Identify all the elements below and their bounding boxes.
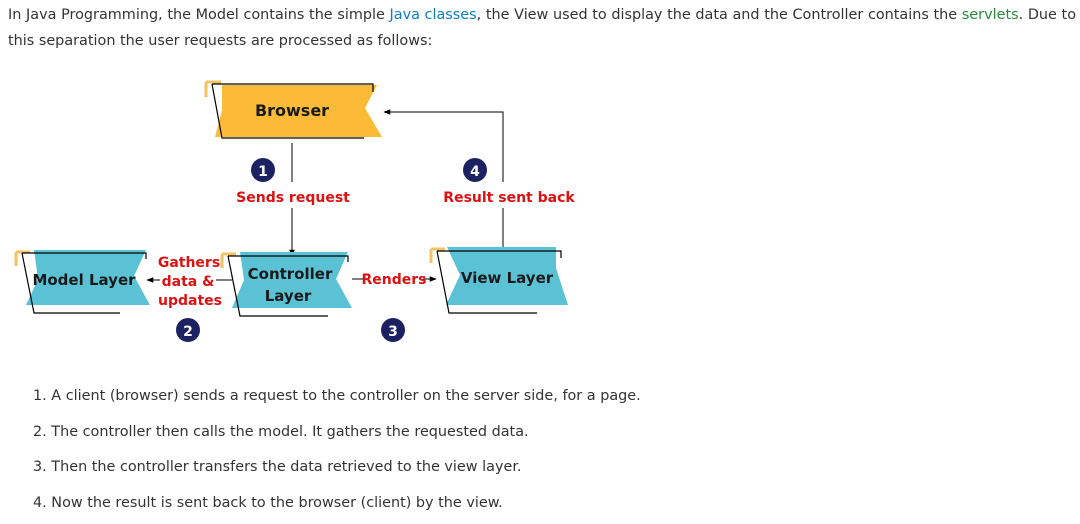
step-3-number: 3 xyxy=(388,324,398,340)
step-item: 1. A client (browser) sends a request to… xyxy=(33,382,641,418)
controller-label-line2: Layer xyxy=(265,287,312,305)
intro-paragraph: In Java Programming, the Model contains … xyxy=(8,2,1076,54)
step-3-label: Renders xyxy=(362,272,427,288)
view-layer-node: View Layer xyxy=(431,247,568,313)
step-4-number: 4 xyxy=(470,164,480,180)
intro-text-1: In Java Programming, the Model contains … xyxy=(8,7,390,23)
model-label: Model Layer xyxy=(32,271,136,289)
mvc-diagram: Browser 1 Sends request 4 Result sent ba… xyxy=(0,70,1080,370)
step-2-number: 2 xyxy=(183,324,193,340)
arrow-view-to-browser xyxy=(384,112,503,247)
step-2-label-line2: data & xyxy=(162,274,215,290)
step-4-label: Result sent back xyxy=(443,190,575,206)
step-item: 2. The controller then calls the model. … xyxy=(33,418,641,454)
step-3: Renders 3 xyxy=(352,270,436,342)
step-1-number: 1 xyxy=(258,164,268,180)
step-2-label-line3: updates xyxy=(158,293,222,309)
view-label: View Layer xyxy=(461,269,554,287)
step-item: 4. Now the result is sent back to the br… xyxy=(33,489,641,524)
controller-layer-node: Controller Layer xyxy=(222,252,352,316)
step-item: 3. Then the controller transfers the dat… xyxy=(33,453,641,489)
java-classes-link[interactable]: Java classes xyxy=(390,7,477,23)
controller-label-line1: Controller xyxy=(248,265,333,283)
servlets-link[interactable]: servlets xyxy=(962,7,1019,23)
browser-label: Browser xyxy=(255,101,329,120)
model-layer-node: Model Layer xyxy=(16,250,150,313)
browser-node: Browser xyxy=(206,82,382,138)
step-4: 4 Result sent back xyxy=(384,112,575,247)
step-1-label: Sends request xyxy=(236,190,350,206)
intro-text-2: , the View used to display the data and … xyxy=(477,7,962,23)
step-1: 1 Sends request xyxy=(236,143,350,256)
step-2-label-line1: Gathers xyxy=(158,255,220,271)
process-steps-list: 1. A client (browser) sends a request to… xyxy=(33,382,641,524)
step-2: Gathers data & updates 2 xyxy=(147,255,232,342)
